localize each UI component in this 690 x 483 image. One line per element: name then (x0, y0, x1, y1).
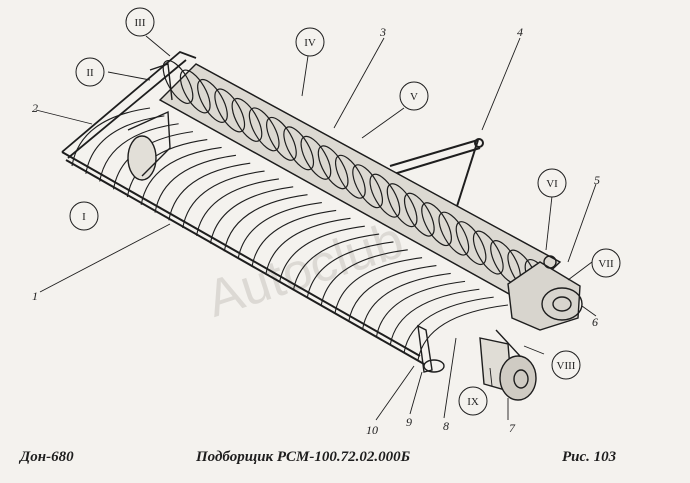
spring-tines (71, 107, 509, 361)
svg-text:V: V (410, 91, 418, 103)
part-label-3: 3 (379, 25, 386, 39)
part-label-6: 6 (592, 315, 598, 329)
callout-VIII: VIII (551, 350, 581, 380)
spring-tine (306, 241, 394, 299)
part-number-labels: 1 2 3 4 5 6 7 8 9 10 (32, 25, 600, 437)
spring-tine (292, 233, 380, 291)
drum-ring (283, 126, 315, 171)
part-label-2: 2 (32, 101, 38, 115)
spring-tine (196, 178, 279, 236)
spring-tine (223, 194, 308, 252)
footer-figure-number: Рис. 103 (562, 449, 617, 465)
svg-text:IV: IV (304, 37, 316, 49)
part-label-4: 4 (517, 25, 523, 39)
spring-tine (168, 162, 251, 221)
spring-tine (154, 154, 236, 213)
spring-tine (237, 202, 322, 260)
part-label-10: 10 (366, 423, 378, 437)
left-side-arm (61, 50, 197, 159)
part-label-8: 8 (443, 419, 449, 433)
footer-assembly-title: Подборщик РСМ-100.72.02.000Б (196, 449, 411, 465)
drum-ring (403, 192, 435, 237)
left-end-disk (127, 63, 173, 181)
svg-text:III: III (135, 17, 146, 29)
part-label-7: 7 (509, 421, 516, 435)
drum-ring (386, 183, 418, 228)
svg-text:II: II (86, 67, 94, 79)
drum-ring (334, 154, 366, 199)
spring-tine (348, 265, 437, 322)
callout-I: I (69, 201, 99, 231)
spring-tine (389, 288, 480, 345)
callout-VI: VI (537, 168, 567, 198)
spring-tine (334, 257, 423, 314)
callout-IX: IX (458, 386, 488, 416)
part-label-1: 1 (32, 289, 38, 303)
drum-ring (317, 145, 349, 190)
drum-ring (438, 211, 470, 256)
svg-text:IX: IX (467, 396, 479, 408)
svg-text:I: I (82, 211, 86, 223)
svg-text:VI: VI (546, 178, 558, 190)
drum-ring (300, 135, 332, 180)
footer-machine-model: Дон-680 (20, 449, 74, 465)
spring-tine (71, 107, 151, 167)
spring-tine (251, 209, 337, 267)
spring-tine (182, 170, 265, 229)
drum-ring (248, 107, 280, 152)
watermark-text: Autoclub (200, 211, 410, 329)
spring-tine (375, 280, 466, 337)
callout-II: II (75, 57, 105, 87)
drum-ring (214, 88, 246, 133)
spring-tine (320, 249, 408, 306)
drum-ring (231, 97, 263, 142)
front-skid-bracket (417, 324, 445, 373)
support-wheel (479, 329, 537, 401)
spring-tine (279, 225, 365, 283)
spring-tine (403, 296, 494, 353)
spring-tine (209, 186, 294, 244)
svg-text:VII: VII (598, 258, 614, 270)
right-drive-housing (507, 255, 583, 331)
callout-III: III (125, 7, 155, 37)
spring-tine (362, 272, 451, 330)
svg-text:VIII: VIII (557, 360, 576, 372)
drum-ring (197, 78, 228, 123)
drum-ring (472, 230, 504, 275)
part-label-9: 9 (406, 415, 412, 429)
drum-ring (421, 202, 452, 247)
callout-IV: IV (295, 27, 325, 57)
drum-ring (266, 116, 297, 161)
spring-tine (99, 123, 179, 182)
pickup-assembly-drawing: Autoclub (32, 7, 621, 437)
callout-V: V (399, 81, 429, 111)
drum-ring (179, 69, 211, 114)
detail-callouts: I II III IV V VI VII VIII IX (69, 7, 621, 416)
callout-VII: VII (591, 248, 621, 278)
part-label-5: 5 (594, 173, 600, 187)
spring-tine (265, 217, 351, 275)
spring-tine (85, 115, 165, 174)
spring-tine (140, 146, 222, 205)
drum-ring (162, 60, 194, 104)
drum-ring (455, 221, 487, 266)
drum-ring (369, 173, 401, 218)
drum-ring (352, 164, 384, 209)
front-frame-tube (61, 151, 425, 365)
leader-lines (35, 35, 597, 421)
